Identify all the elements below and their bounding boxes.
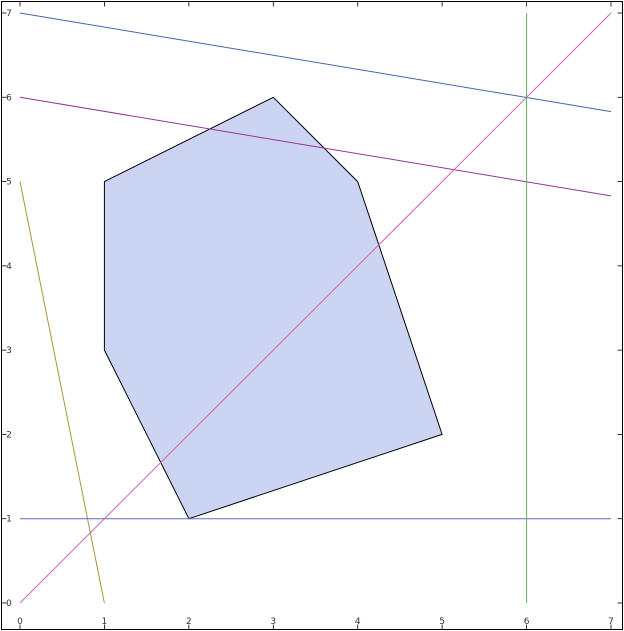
x-tick-label: 2 — [186, 617, 192, 627]
series-line-5 — [19, 12, 612, 604]
x-tick-label: 1 — [102, 617, 108, 627]
y-tick-label: 2 — [6, 430, 12, 440]
y-tick-label: 1 — [6, 515, 12, 525]
x-tick-label: 6 — [524, 617, 530, 627]
series-line-1 — [19, 12, 612, 113]
x-tick-label: 3 — [270, 617, 276, 627]
y-tick-label: 3 — [6, 346, 12, 356]
y-tick-label: 6 — [6, 93, 12, 103]
x-tick-label: 7 — [608, 617, 614, 627]
y-tick-label: 5 — [6, 178, 12, 188]
series-line-2 — [19, 96, 612, 197]
polygon-layer — [103, 96, 443, 520]
x-tick-label: 0 — [17, 617, 23, 627]
polygon-region — [103, 96, 443, 520]
x-tick-label: 5 — [439, 617, 445, 627]
y-tick-label: 7 — [6, 9, 12, 19]
y-tick-label: 4 — [6, 262, 12, 272]
x-tick-label: 4 — [355, 617, 361, 627]
y-tick-label: 0 — [6, 599, 12, 609]
series-line-3 — [19, 181, 105, 604]
lines-layer — [19, 12, 612, 604]
